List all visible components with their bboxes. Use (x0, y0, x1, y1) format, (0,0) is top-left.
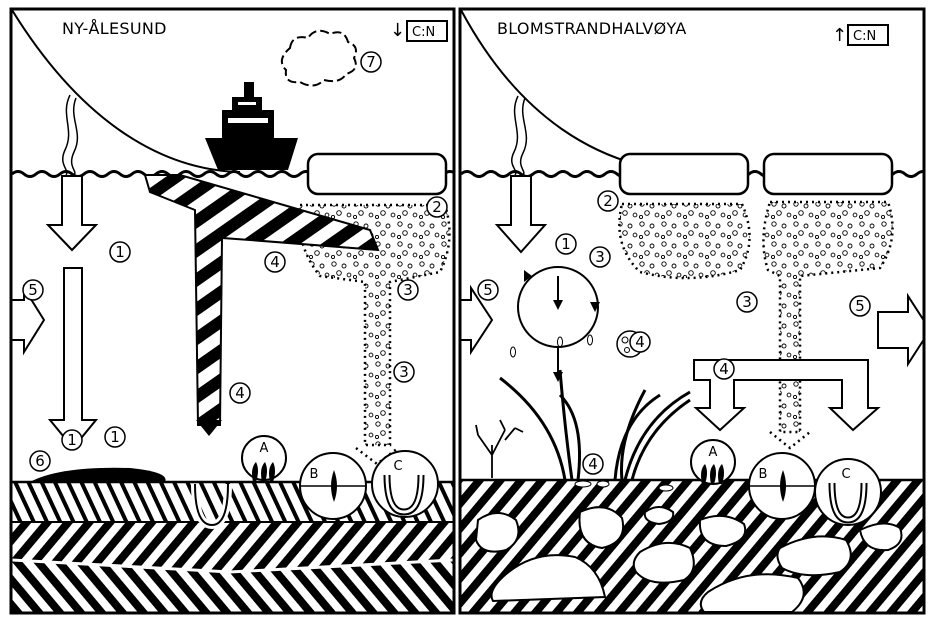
coral-icon (476, 420, 523, 478)
marker-right-4: 4 (635, 333, 645, 351)
marker-right-5: 5 (483, 281, 493, 299)
inset-c (372, 451, 438, 517)
marker-left-3: 3 (403, 281, 413, 299)
inset-label-left-B: B (310, 467, 319, 482)
inset-label-left-C: C (393, 459, 402, 474)
marker-left-3: 3 (399, 363, 409, 381)
marker-left-1: 1 (115, 243, 125, 261)
inset-b-right (749, 453, 815, 519)
marker-left-4: 4 (235, 384, 245, 402)
left-panel (12, 10, 456, 612)
marker-right-3: 3 (742, 293, 752, 311)
cn-label-left: C:N (412, 25, 435, 40)
cn-arrow-up-icon: ↑ (832, 25, 847, 46)
marker-right-2: 2 (603, 192, 613, 210)
marker-left-4: 4 (270, 253, 280, 271)
cloud-icon (282, 31, 356, 86)
left-panel-title: NY-ÅLESUND (62, 19, 167, 38)
inset-label-left-A: A (260, 441, 269, 456)
ship-icon (205, 82, 298, 170)
arrow-down-1 (48, 176, 96, 250)
inset-label-right-C: C (841, 467, 850, 482)
marker-right-4: 4 (588, 455, 598, 473)
marker-left-5: 5 (28, 281, 38, 299)
cn-label-right: C:N (853, 29, 876, 44)
marker-left-1: 1 (110, 428, 120, 446)
marker-left-6: 6 (35, 452, 45, 470)
inset-b (300, 453, 366, 519)
marker-right-3: 3 (595, 248, 605, 266)
marker-left-7: 7 (366, 53, 376, 71)
cn-arrow-down-icon: ↓ (390, 20, 405, 41)
inset-label-right-B: B (759, 467, 768, 482)
arrow-down-2 (50, 268, 96, 448)
marker-right-5: 5 (855, 297, 865, 315)
marker-left-1: 1 (67, 431, 77, 449)
marker-left-2: 2 (432, 198, 442, 216)
ice-floe-icon (308, 154, 446, 194)
right-panel-title: BLOMSTRANDHALVØYA (497, 19, 687, 38)
marker-right-4: 4 (719, 360, 729, 378)
marker-right-1: 1 (561, 235, 571, 253)
inset-label-right-A: A (709, 445, 718, 460)
